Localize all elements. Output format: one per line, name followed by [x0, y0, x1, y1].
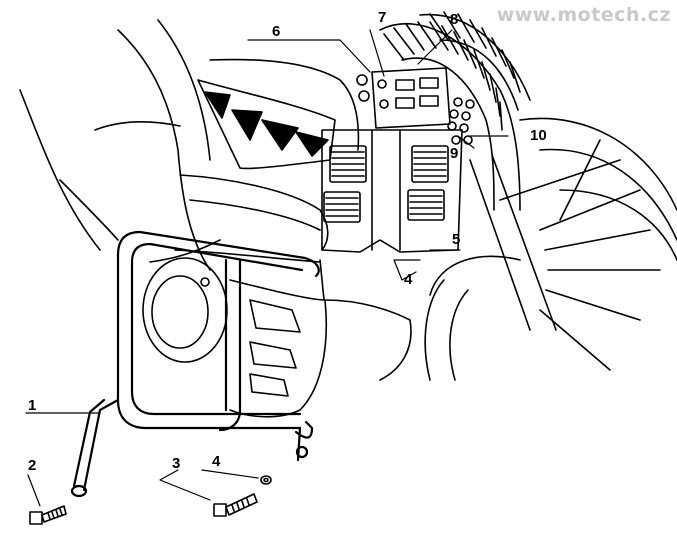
headlight — [142, 257, 228, 363]
callout-labels: 1 2 3 4 4 5 6 7 8 9 10 — [28, 9, 547, 474]
radiator-left — [323, 145, 367, 223]
bolt-right — [213, 493, 258, 517]
front-fork — [469, 154, 621, 331]
callout-7: 7 — [378, 9, 386, 26]
engine-cover — [321, 129, 463, 253]
callout-8: 8 — [450, 11, 458, 28]
callout-3: 3 — [172, 455, 180, 472]
callout-4-lower: 4 — [212, 453, 221, 470]
watermark: www.motech.cz — [496, 4, 671, 26]
callout-6: 6 — [272, 23, 280, 40]
callout-9: 9 — [450, 145, 458, 162]
callout-2: 2 — [28, 457, 36, 474]
leader-lines — [25, 29, 509, 507]
radiator-right — [407, 145, 449, 221]
mounting-bracket — [356, 67, 451, 129]
washer — [260, 475, 272, 485]
corrugated-hose-right — [419, 11, 531, 111]
fairing-decal — [197, 79, 336, 170]
callout-5: 5 — [452, 231, 460, 248]
corrugated-hose-left — [379, 21, 521, 211]
callout-10: 10 — [530, 127, 547, 144]
crash-bar — [70, 230, 320, 498]
front-wheel — [424, 117, 677, 381]
callout-4-upper: 4 — [404, 271, 413, 288]
bolt-left — [29, 505, 67, 525]
callout-1: 1 — [28, 397, 36, 414]
